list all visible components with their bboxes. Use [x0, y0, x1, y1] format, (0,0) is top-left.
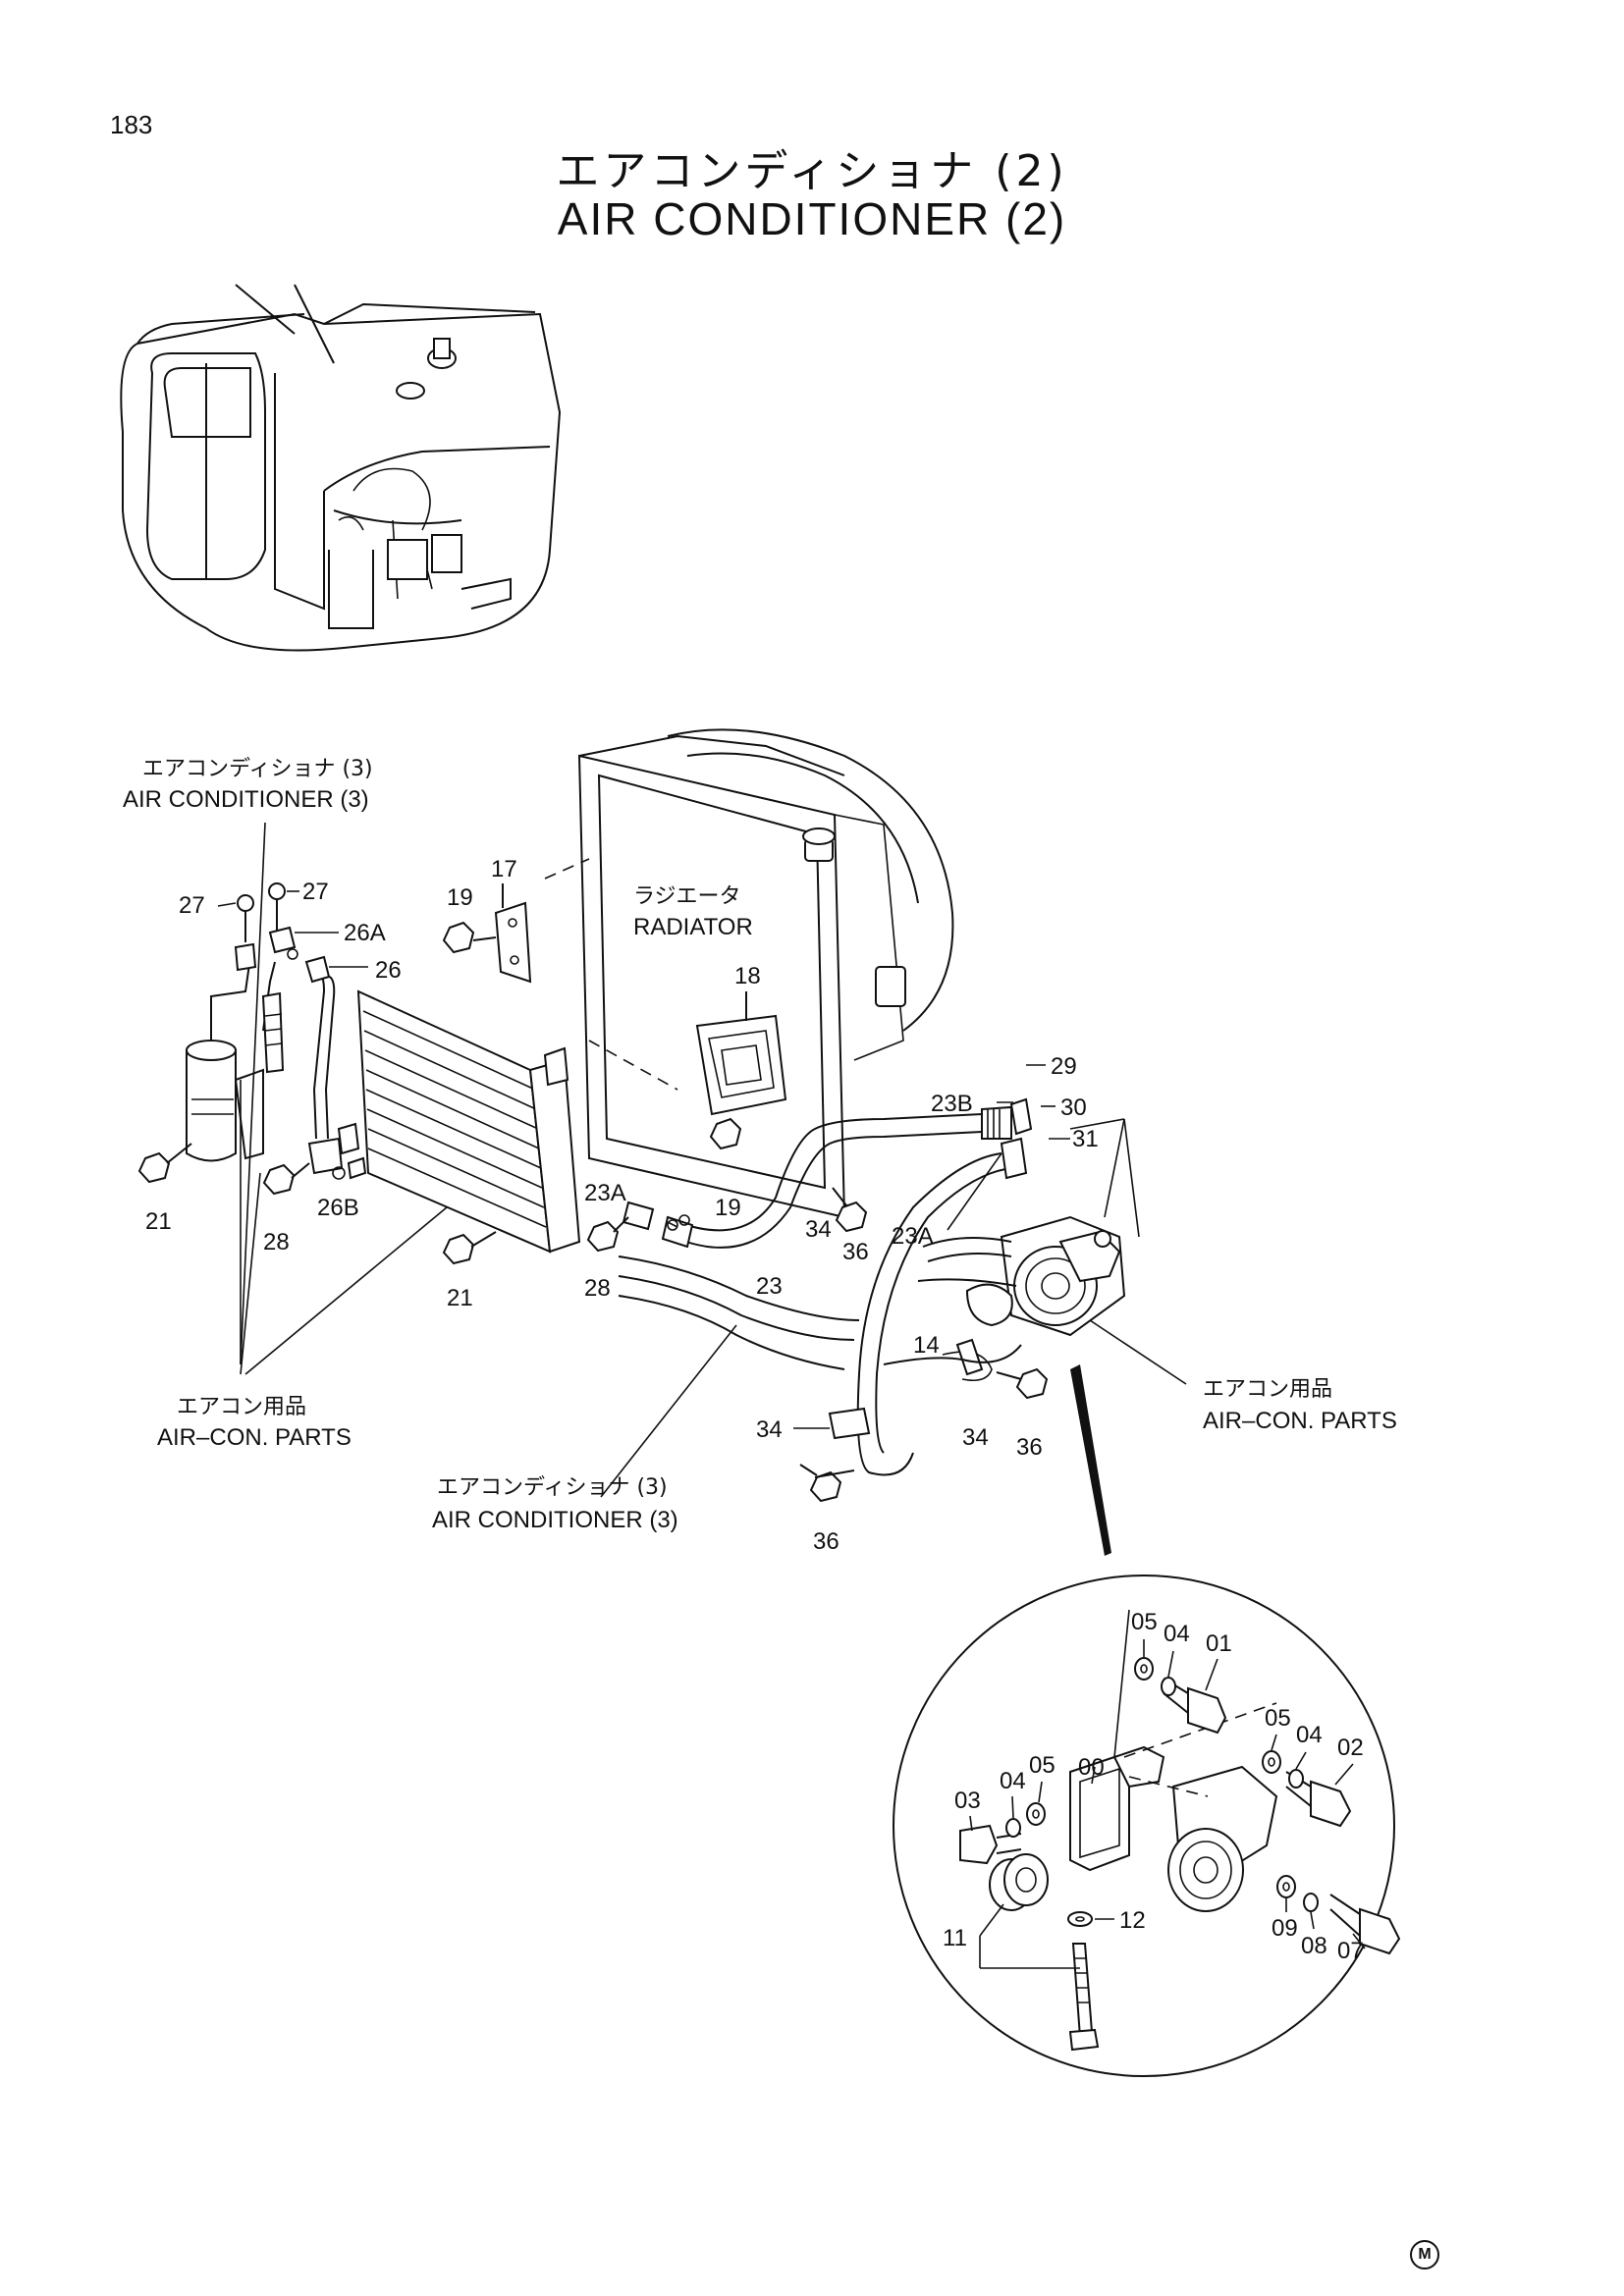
callout-19: 19 — [715, 1195, 741, 1221]
callout-21: 21 — [447, 1285, 473, 1311]
callout-23a-right: 23A — [892, 1223, 934, 1250]
ref-aircon-parts-right-jp: エアコン用品 — [1203, 1377, 1332, 1402]
callout-34: 34 — [805, 1216, 832, 1243]
callout-23a-left: 23A — [584, 1180, 626, 1206]
detail-callout-02: 02 — [1337, 1735, 1364, 1761]
callout-17: 17 — [491, 856, 517, 882]
detail-callout-07: 07 — [1337, 1938, 1364, 1964]
detail-callout-05: 05 — [1029, 1752, 1056, 1779]
callout-14: 14 — [913, 1332, 940, 1359]
bracket-17 — [442, 883, 532, 984]
detail-callout-04: 04 — [1296, 1722, 1323, 1748]
callout-27: 27 — [302, 879, 329, 905]
callout-numbers: 27 27 26A 26 19 17 18 29 23B 30 31 21 28… — [145, 856, 1099, 1555]
title-english: AIR CONDITIONER (2) — [557, 193, 1067, 244]
callout-19: 19 — [447, 884, 473, 911]
callout-21: 21 — [145, 1208, 172, 1235]
compressor — [917, 1215, 1126, 1337]
detail-callout-12: 12 — [1119, 1907, 1146, 1934]
callout-26a: 26A — [344, 920, 386, 946]
condenser — [337, 989, 581, 1254]
hose-26 — [262, 948, 497, 1265]
ref-aircon-parts-right-en: AIR–CON. PARTS — [1203, 1408, 1397, 1434]
callout-28: 28 — [263, 1229, 290, 1255]
callout-34: 34 — [962, 1424, 989, 1451]
detail-callout-04: 04 — [1164, 1621, 1190, 1647]
ref-aircon-parts-left-jp: エアコン用品 — [177, 1395, 306, 1419]
callout-29: 29 — [1051, 1053, 1077, 1080]
hose-23 — [586, 1097, 1033, 1253]
ref-aircon-parts-left-en: AIR–CON. PARTS — [157, 1424, 352, 1451]
detail-callout-05: 05 — [1265, 1705, 1291, 1732]
callout-26: 26 — [375, 957, 402, 984]
detail-callout-01: 01 — [1206, 1630, 1232, 1657]
detail-callout-numbers: 05 04 01 05 04 02 00 05 04 03 11 12 09 0… — [943, 1609, 1364, 1964]
callout-27: 27 — [179, 892, 205, 919]
excavator-overview — [120, 284, 562, 652]
callout-30: 30 — [1060, 1095, 1087, 1121]
title-japanese: エアコンディショナ (2) — [556, 146, 1068, 196]
callout-36: 36 — [813, 1528, 839, 1555]
hose-14 — [799, 1137, 1049, 1503]
receiver-drier — [137, 882, 297, 1184]
callout-26b: 26B — [317, 1195, 359, 1221]
ref-ac3-bottom-en: AIR CONDITIONER (3) — [432, 1507, 678, 1533]
ref-ac3-bottom-jp: エアコンディショナ (3) — [437, 1475, 668, 1500]
callout-36: 36 — [1016, 1434, 1043, 1461]
detail-callout-05: 05 — [1131, 1609, 1158, 1635]
leader-lines — [217, 822, 1366, 1969]
detail-callout-00: 00 — [1078, 1754, 1105, 1781]
ref-ac3-top-en: AIR CONDITIONER (3) — [123, 786, 369, 813]
callout-31: 31 — [1072, 1126, 1099, 1152]
detail-callout-09: 09 — [1272, 1915, 1298, 1942]
page-number: 183 — [110, 110, 153, 139]
callout-28: 28 — [584, 1275, 611, 1302]
ref-radiator-en: RADIATOR — [633, 914, 753, 940]
suction-lines — [618, 1255, 1022, 1370]
ref-ac3-top-jp: エアコンディショナ (3) — [142, 757, 373, 781]
ref-radiator-jp: ラジエータ — [633, 884, 741, 909]
callout-36: 36 — [842, 1239, 869, 1265]
callout-18: 18 — [734, 963, 761, 989]
detail-callout-03: 03 — [954, 1788, 981, 1814]
bracket-18 — [695, 991, 787, 1150]
detail-inset — [893, 1364, 1401, 2077]
callout-34: 34 — [756, 1416, 783, 1443]
callout-23: 23 — [756, 1273, 783, 1300]
detail-callout-08: 08 — [1301, 1933, 1327, 1959]
callout-23b: 23B — [931, 1091, 973, 1117]
detail-callout-11: 11 — [943, 1925, 967, 1951]
detail-callout-04: 04 — [1000, 1768, 1026, 1794]
maker-mark: M — [1410, 2240, 1439, 2269]
